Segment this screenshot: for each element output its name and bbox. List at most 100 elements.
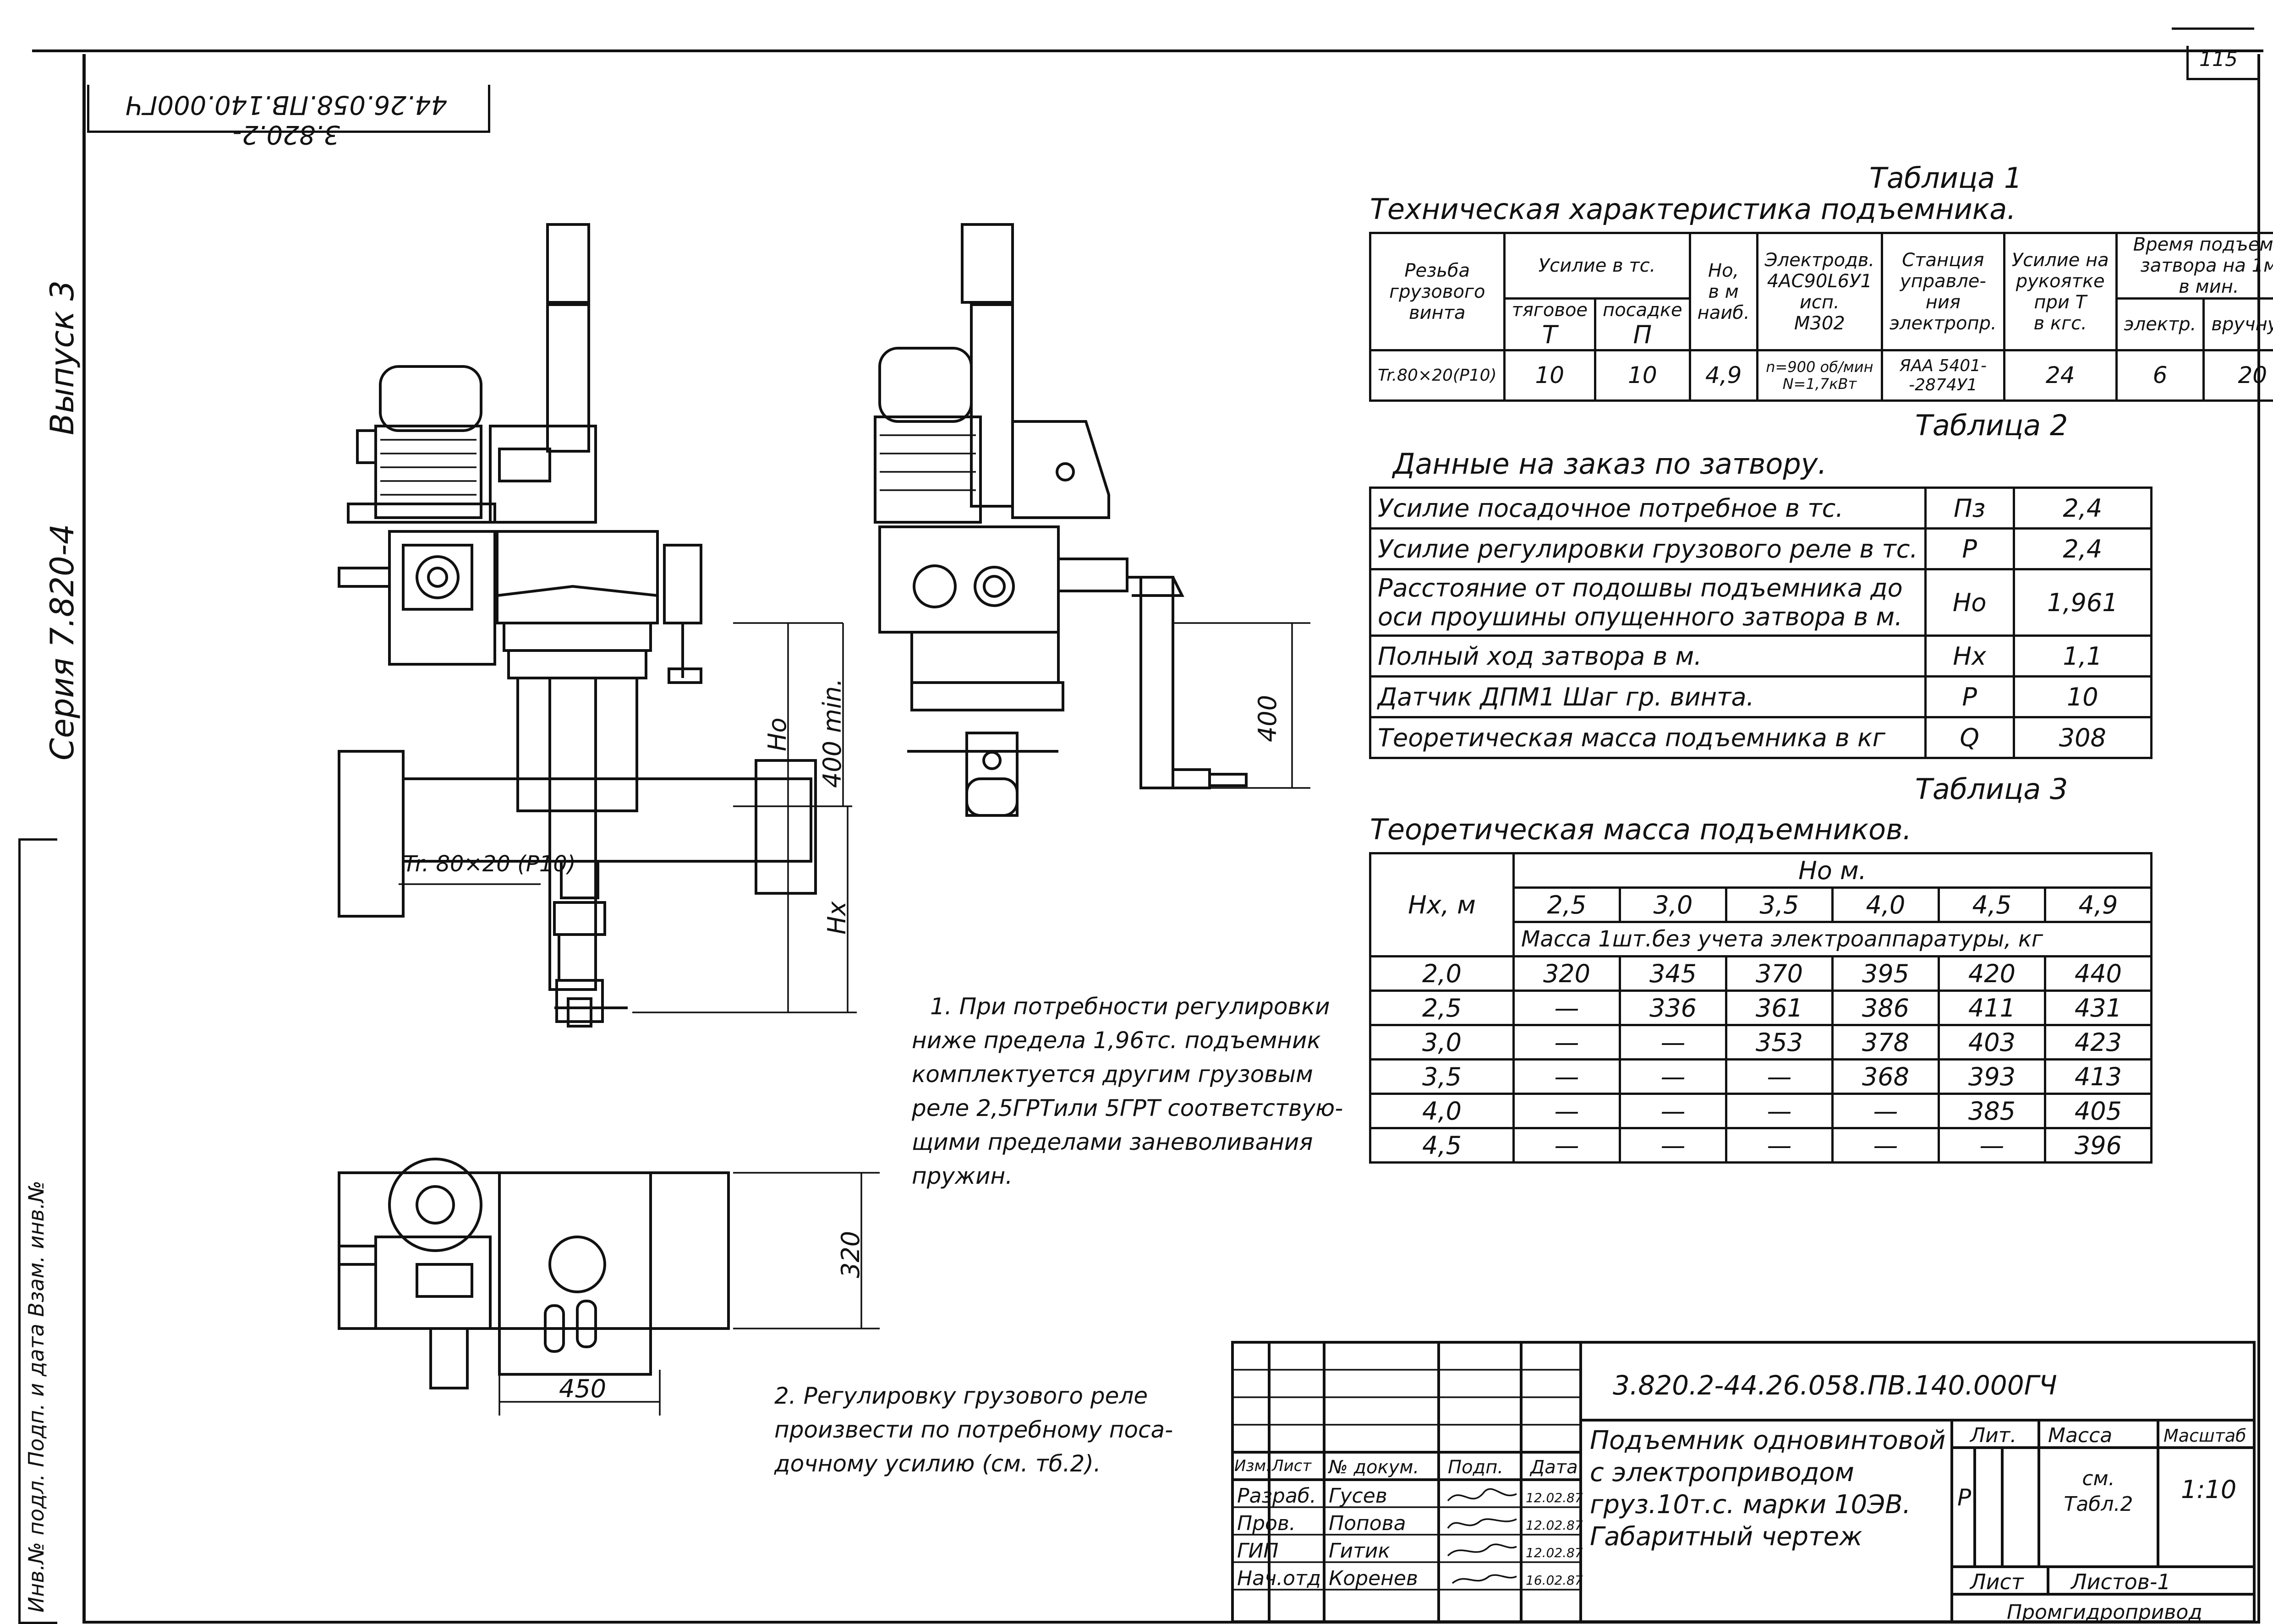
drawing-frame xyxy=(82,54,2260,1624)
t3-subheader: Масса 1шт.без учета электроаппаратуры, к… xyxy=(1512,921,2153,957)
note-2: 2. Регулировку грузового реле произвести… xyxy=(774,1383,1173,1477)
t3-col: 4,5 xyxy=(1937,886,2046,923)
dim-400: 400 xyxy=(1253,694,1282,742)
t1-h-manual: вручную xyxy=(2202,297,2273,352)
t3-col-group: Но м. xyxy=(1512,852,2153,889)
t2-val: 10 xyxy=(2012,675,2153,718)
tb-sheet-label: Лист xyxy=(1970,1569,2024,1594)
t1-seat: 10 xyxy=(1594,349,1691,402)
drawing-title: Подъемник одновинтовой с электроприводом… xyxy=(1590,1426,1946,1552)
t2-val: 1,1 xyxy=(2012,634,2153,678)
dim-320: 320 xyxy=(836,1230,865,1278)
dim-hx: Нх xyxy=(822,901,851,935)
tb-row: Разраб. Пров. ГИП Нач.отд xyxy=(1237,1484,1321,1590)
t3-row-header: Нх, м xyxy=(1369,852,1515,957)
tb-org: Промгидропривод xyxy=(2007,1601,2202,1624)
t2-val: 1,961 xyxy=(2012,568,2153,637)
t3-col: 3,5 xyxy=(1725,886,1834,923)
t2-sym: Р xyxy=(1924,675,2015,718)
tb-lit-label: Лит. xyxy=(1970,1424,2017,1447)
tb-scale-label: Масштаб xyxy=(2163,1426,2246,1446)
t1-pull: 10 xyxy=(1503,349,1597,402)
tb-sheets-label: Листов-1 xyxy=(2071,1569,2171,1594)
top-right-tick xyxy=(2172,27,2254,30)
t1-thread: Tr.80×20(Р10) xyxy=(1369,349,1506,402)
doc-code: 3.820.2-44.26.058.ПВ.140.000ГЧ xyxy=(1613,1370,2057,1401)
t3-col: 4,9 xyxy=(2043,886,2153,923)
t1-h-electric: электр. xyxy=(2115,297,2205,352)
dim-400min: 400 min. xyxy=(818,678,847,788)
t2-sym: Нх xyxy=(1924,634,2015,678)
t2-val: 2,4 xyxy=(2012,487,2153,530)
t1-ho: 4,9 xyxy=(1688,349,1758,402)
title-block-grid xyxy=(1231,1341,2256,1623)
t2-sym: Q xyxy=(1924,716,2015,759)
t2-sym: Р xyxy=(1924,527,2015,570)
front-view xyxy=(338,223,857,1028)
t1-h-force: Усилие в тс. xyxy=(1503,232,1691,300)
t1-station: ЯАА 5401--2874У1 xyxy=(1881,349,2005,402)
sheet-number: 115 xyxy=(2199,48,2238,71)
t2-label: Теоретическая масса подъемника в кг xyxy=(1369,716,1927,759)
tb-mass: см. Табл.2 xyxy=(2064,1467,2133,1516)
t3-col: 4,0 xyxy=(1831,886,1940,923)
table1-caption: Таблица 1 xyxy=(1869,161,2022,195)
t2-label: Усилие посадочное потребное в тс. xyxy=(1369,487,1927,530)
note-1: 1. При потребности регулировки ниже пред… xyxy=(912,993,1343,1189)
table2-caption: Таблица 2 xyxy=(1915,409,2068,442)
t2-label: Полный ход затвора в м. xyxy=(1369,634,1927,678)
rotated-code-box xyxy=(87,85,490,133)
t2-sym: Пз xyxy=(1924,487,2015,530)
table2-title: Данные на заказ по затвору. xyxy=(1393,447,1827,481)
t2-val: 2,4 xyxy=(2012,527,2153,570)
dim-450: 450 xyxy=(559,1374,607,1403)
tb-scale: 1:10 xyxy=(2181,1475,2237,1504)
sheet-number-box xyxy=(2186,46,2257,80)
t1-electric: 6 xyxy=(2115,349,2205,402)
t3-col: 3,0 xyxy=(1618,886,1727,923)
tb-col-doc: № докум. xyxy=(1329,1457,1419,1478)
plan-view xyxy=(338,1158,880,1416)
t1-manual: 20 xyxy=(2202,349,2273,402)
signatures xyxy=(1447,1488,1517,1584)
t2-label: Усилие регулировки грузового реле в тс. xyxy=(1369,527,1927,570)
t1-handle: 24 xyxy=(2003,349,2118,402)
t2-row: Усилие регулировки грузового реле в тс.Р… xyxy=(1369,527,2153,570)
tb-dates: 12.02.87 12.02.87 12.02.87 16.02.87 xyxy=(1526,1490,1583,1588)
tb-col-date: Дата xyxy=(1530,1457,1578,1478)
t2-sym: Но xyxy=(1924,568,2015,637)
tb-col-izm: Изм. xyxy=(1234,1457,1271,1475)
t3-col: 2,5 xyxy=(1512,886,1621,923)
tb-col-sign: Подп. xyxy=(1448,1457,1504,1478)
t2-label: Датчик ДПМ1 Шаг гр. винта. xyxy=(1369,675,1927,718)
table3-caption: Таблица 3 xyxy=(1915,772,2068,806)
table3: Нх, м Но м. 2,5 3,0 3,5 4,0 4,5 4,9 Масс… xyxy=(1369,852,2153,1164)
t3-row: 4,5—————396 xyxy=(1369,1127,2153,1164)
top-border-line xyxy=(32,49,2263,52)
table3-title: Теоретическая масса подъемников. xyxy=(1370,813,1912,846)
t2-val: 308 xyxy=(2012,716,2153,759)
tb-mass-label: Масса xyxy=(2048,1424,2113,1447)
thread-label: Tr. 80×20 (Р10) xyxy=(403,851,576,877)
tb-lit: Р xyxy=(1957,1484,1972,1511)
